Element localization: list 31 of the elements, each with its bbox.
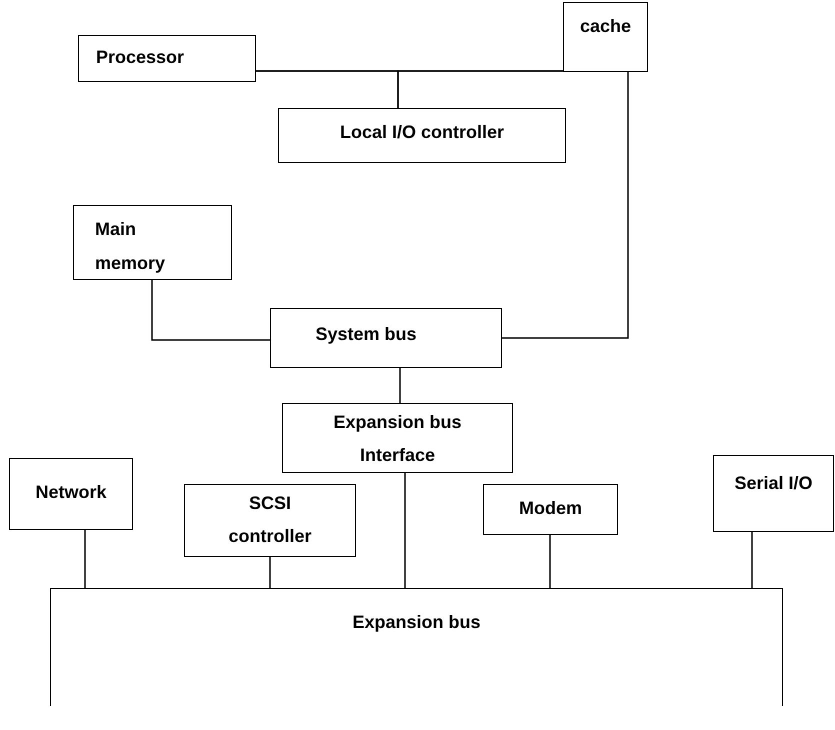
component-box [184,484,356,557]
box-label: Local I/O controller [340,121,504,144]
connector-line [269,557,271,588]
box-label: cache [580,15,632,38]
connector-line [502,72,629,339]
component-box [9,458,133,530]
box-label: Network [35,481,106,504]
box-label: Expansion bus [352,611,481,634]
component-box [278,108,566,163]
component-box [483,484,618,535]
box-label: Modem [519,497,582,520]
connector-line [151,280,270,341]
bus-bracket [50,588,783,706]
box-label: System bus [315,323,417,346]
component-box [73,205,232,280]
component-box [282,403,513,473]
component-box [78,35,256,82]
box-label: Serial I/O [734,472,813,495]
connector-line [84,530,86,588]
connector-line [404,473,406,588]
box-label: SCSI controller [227,492,312,548]
connector-line [751,532,753,588]
component-box [270,308,502,368]
connector-line [549,535,551,588]
component-box [713,455,834,532]
box-label: Processor [96,46,184,69]
connector-line [399,368,401,403]
box-label: Main memory [95,218,166,275]
connector-line [397,70,563,108]
component-box [563,2,648,72]
box-label: Expansion bus Interface [332,411,463,467]
